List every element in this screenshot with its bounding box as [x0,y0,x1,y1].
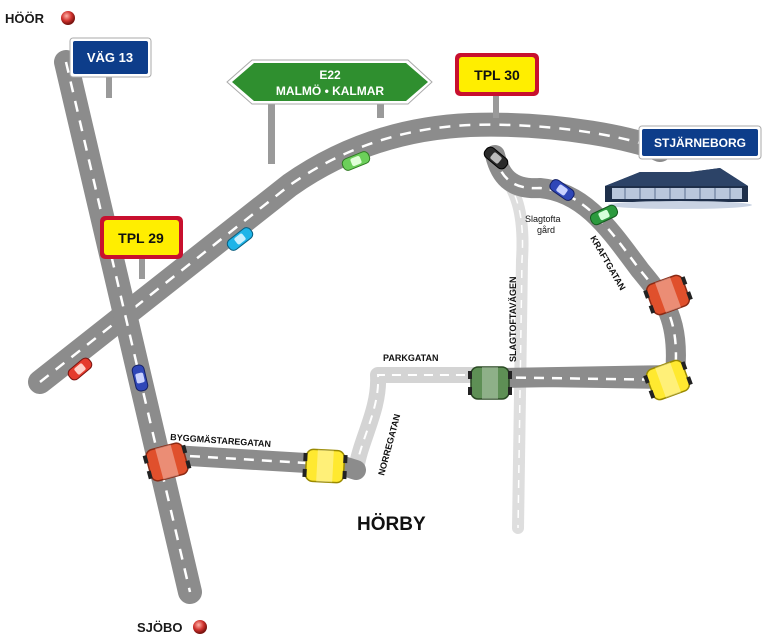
norregatan-label: NORREGATAN [376,413,402,477]
kraftgatan-road [485,145,686,388]
roundabout-kraftgatan-north [643,274,693,316]
vag13-sign-label: VÄG 13 [87,50,133,65]
norregatan-road [348,367,488,478]
car-icon [483,146,509,170]
roundabout-parkgatan [468,366,512,400]
roundabout-norregatan [302,448,348,484]
roundabout-kraftgatan-south [643,359,693,401]
parkgatan-label: PARKGATAN [383,353,439,363]
slagtoftavagen-label: SLAGTOFTAVÄGEN [508,277,518,363]
vag13-sign: VÄG 13 [69,37,152,78]
vehicles [67,146,693,484]
sjobo-marker: SJÖBO [137,620,207,635]
car-icon [549,179,575,201]
e22-sign: E22 MALMÖ • KALMAR [226,59,433,105]
car-icon [589,204,619,226]
slagtofta-label-line1: Slagtofta [525,214,561,224]
car-icon [67,357,93,381]
car-icon [341,151,371,171]
slagtofta-label-line2: gård [537,225,555,235]
tpl29-sign: TPL 29 [100,216,183,259]
e22-sign-destinations: MALMÖ • KALMAR [276,83,385,98]
car-icon [226,227,254,251]
hoor-marker: HÖÖR [5,11,75,26]
tpl30-sign-label: TPL 30 [474,67,520,83]
tpl30-sign: TPL 30 [455,53,539,96]
vag13-road [54,50,202,604]
stjarneborg-sign-label: STJÄRNEBORG [654,135,746,150]
car-icon [131,364,149,392]
stjarneborg-sign: STJÄRNEBORG [638,125,762,160]
sign-posts [106,76,499,279]
e22-sign-route: E22 [319,68,341,82]
tpl29-sign-label: TPL 29 [118,230,164,246]
sjobo-label: SJÖBO [137,620,183,635]
e22-road [28,112,672,394]
horby-label: HÖRBY [357,514,426,535]
roundabout-byggmastaregatan [142,442,192,482]
stjarneborg-building [605,168,752,209]
hoor-label: HÖÖR [5,11,45,26]
